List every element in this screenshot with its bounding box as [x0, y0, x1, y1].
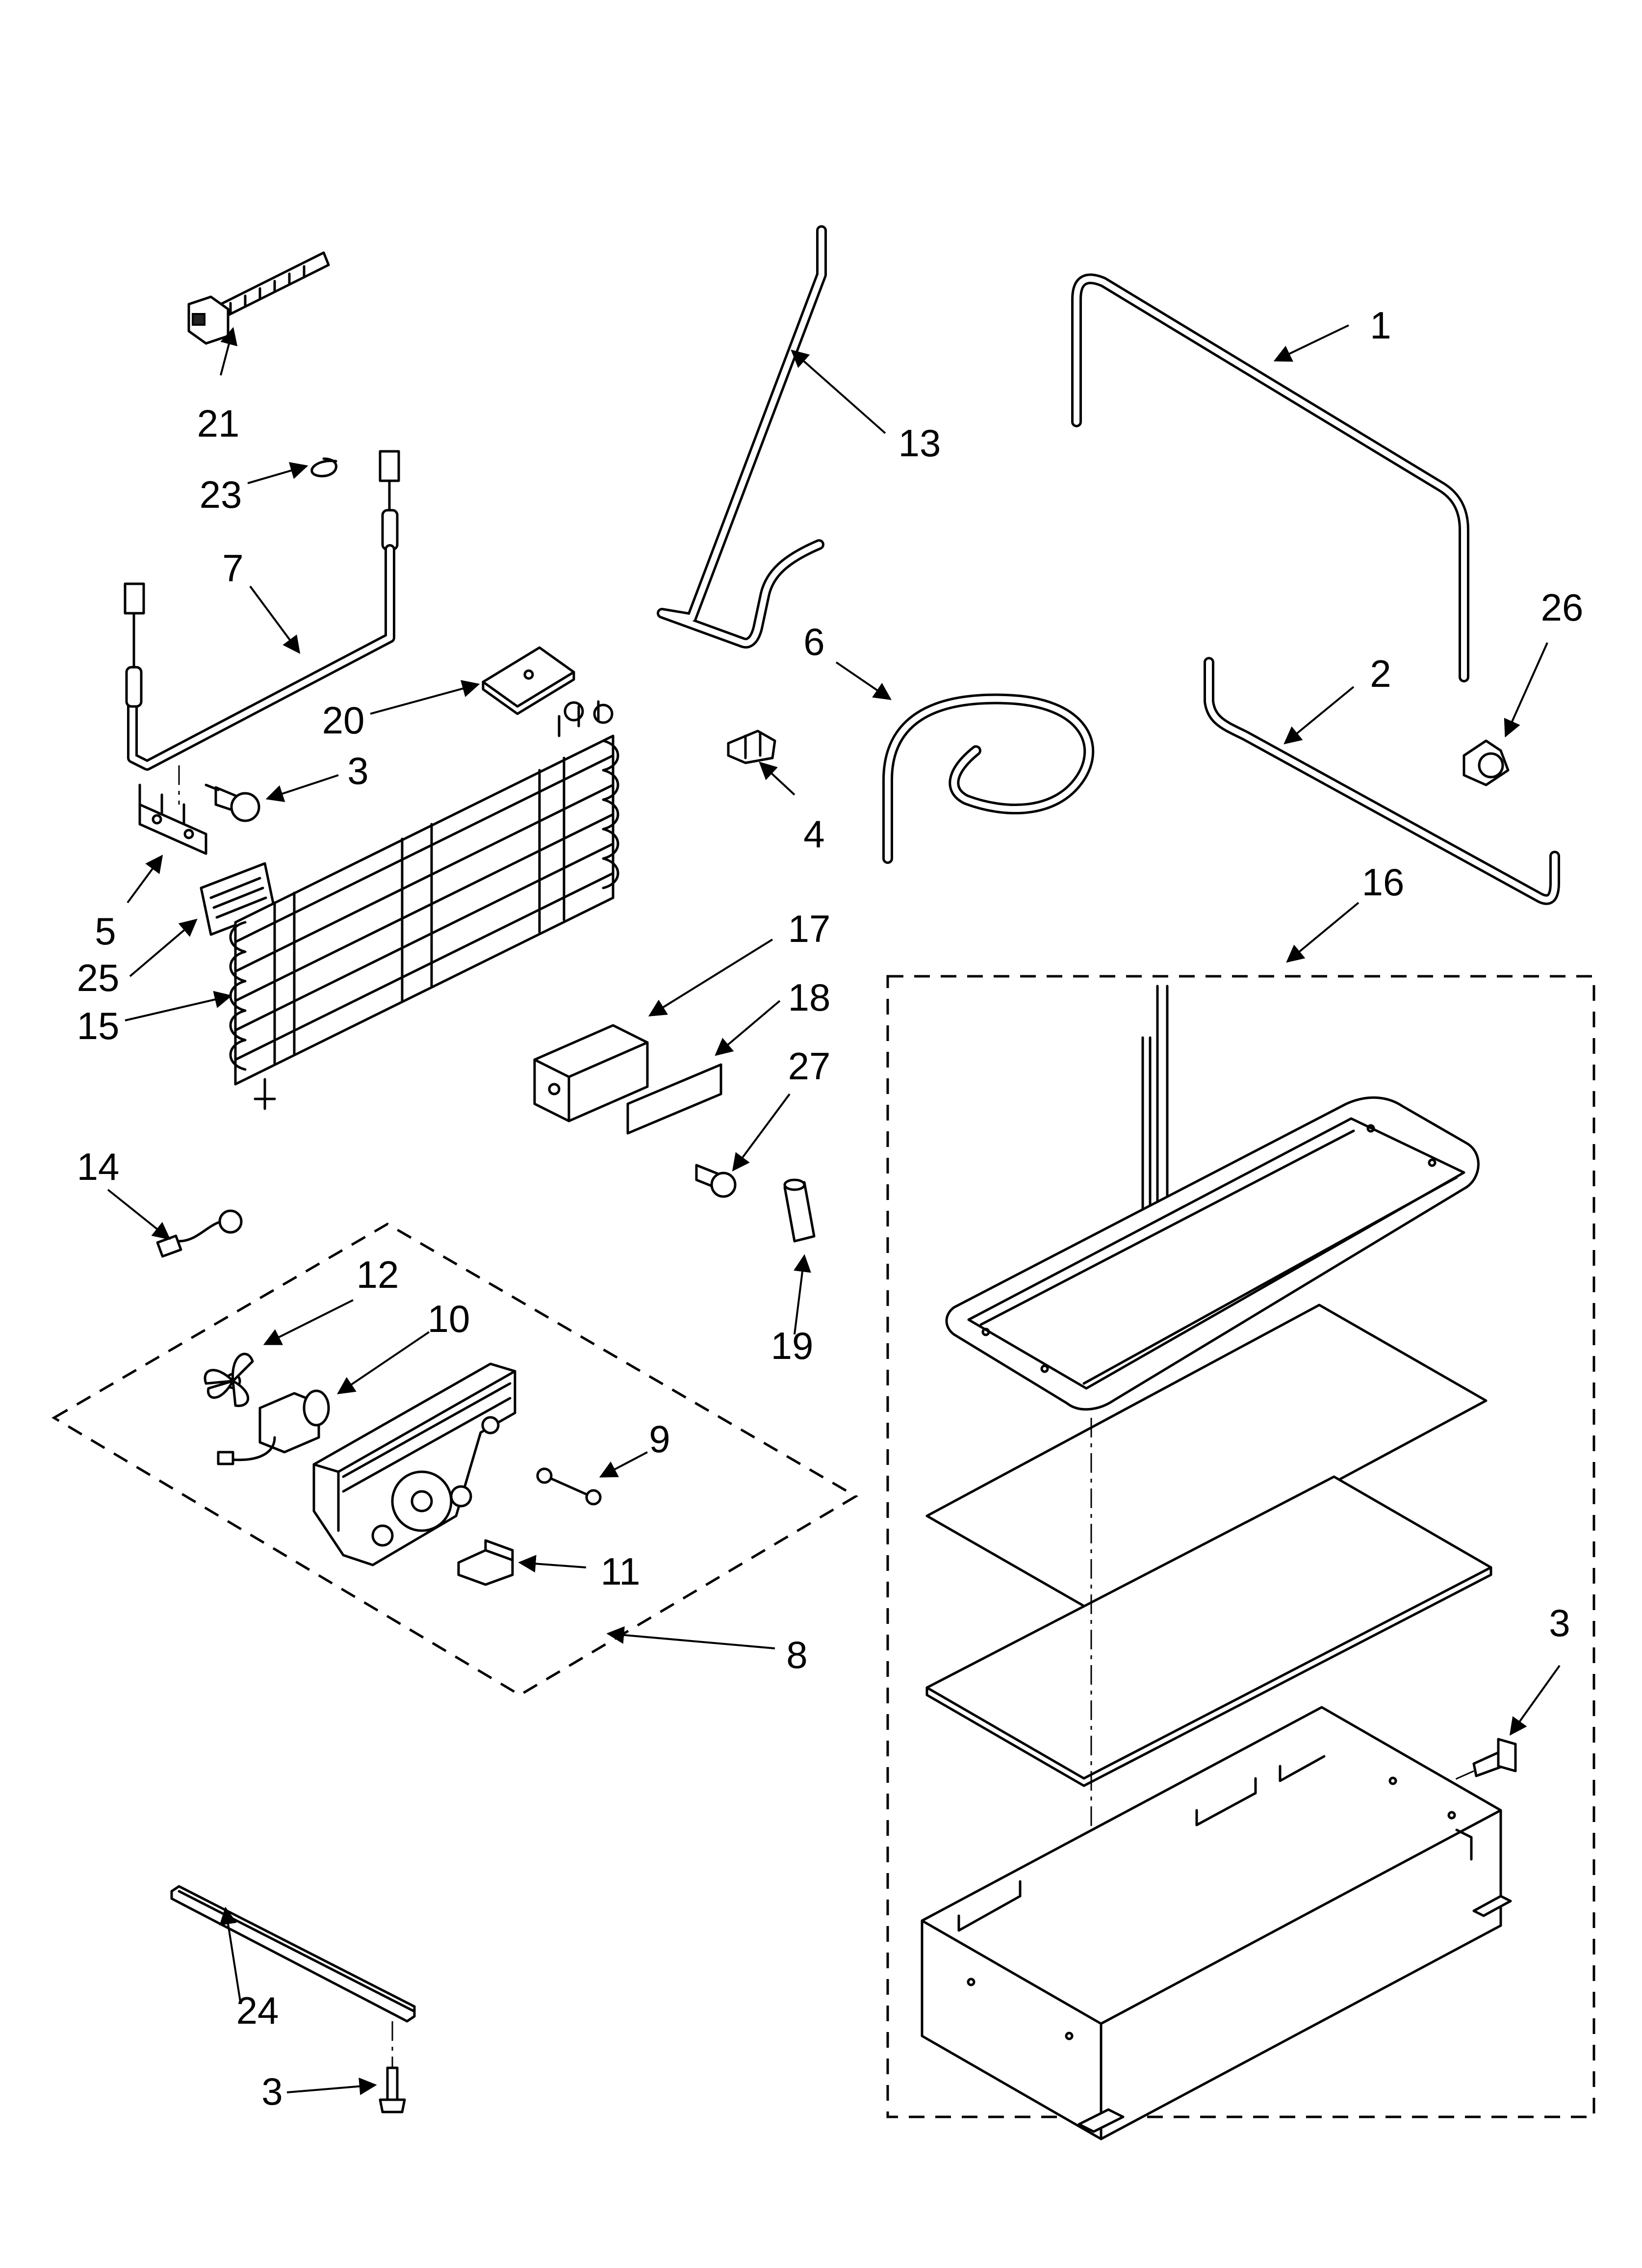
part-26-clamp	[1462, 739, 1510, 786]
part-12-fan-blade	[204, 1353, 254, 1408]
callout-2: 2	[1370, 652, 1391, 695]
callout-10: 10	[428, 1297, 470, 1340]
callout-16: 16	[1362, 860, 1405, 904]
part-10-motor	[217, 1389, 330, 1465]
part-3-screw-upper-left	[205, 783, 260, 822]
callout-labels: 1 2 3 4 5 6 7 8 9 10 11 12 13 14 15 16 1…	[77, 304, 1584, 2113]
callout-3-upper: 3	[347, 749, 368, 792]
callout-15: 15	[77, 1004, 120, 1047]
part-24-rail	[170, 1885, 416, 2023]
callout-20: 20	[322, 699, 365, 742]
part-21-cable-tie	[187, 251, 330, 345]
callout-23: 23	[200, 473, 242, 516]
part-16-heater-sheet	[925, 1303, 1488, 1613]
part-23-clip	[310, 457, 337, 477]
callout-21: 21	[197, 402, 240, 445]
part-27-screw	[695, 1164, 737, 1198]
part-3-screw-right	[1451, 1738, 1517, 1782]
callout-11: 11	[601, 1550, 641, 1593]
callout-3-right: 3	[1549, 1601, 1570, 1644]
callout-9: 9	[649, 1417, 670, 1460]
part-7-wire-harness	[124, 450, 400, 805]
callout-13: 13	[898, 421, 941, 465]
part-2-tube	[1204, 657, 1560, 905]
callout-6: 6	[803, 620, 824, 663]
part-16-assembly-outline	[886, 975, 1595, 2118]
part-16-tray-cover	[921, 1706, 1512, 2140]
part-1-heater	[1071, 273, 1469, 682]
part-4-clip	[727, 730, 776, 764]
callout-25: 25	[77, 956, 120, 999]
callout-24: 24	[236, 1989, 279, 2032]
callout-5: 5	[95, 910, 116, 953]
part-fan-shroud	[312, 1362, 516, 1566]
part-9-link	[536, 1467, 602, 1506]
callout-12: 12	[357, 1253, 399, 1296]
part-16-tubes	[1141, 985, 1169, 1238]
part-11-clip	[457, 1539, 514, 1586]
part-19-spacer	[783, 1178, 816, 1243]
part-3-screw-lower	[379, 2021, 406, 2113]
part-14-sensor	[156, 1209, 243, 1258]
leader-lines	[107, 324, 1561, 2095]
callout-27: 27	[788, 1044, 831, 1088]
part-8-assembly-outline	[51, 1223, 858, 1696]
part-16-drip-tray	[945, 1096, 1480, 1411]
callout-3-lower: 3	[261, 2070, 282, 2113]
part-20-pad	[482, 646, 575, 715]
callout-14: 14	[77, 1145, 120, 1188]
part-15-evaporator	[229, 700, 619, 1110]
part-6-coil-tube	[882, 693, 1095, 864]
part-18-plate	[626, 1063, 722, 1135]
part-13-tube	[657, 225, 827, 649]
part-17-bracket	[533, 1024, 649, 1122]
callout-19: 19	[771, 1324, 814, 1367]
callout-7: 7	[222, 547, 243, 590]
callout-1: 1	[1370, 304, 1391, 347]
part-5-bracket	[138, 783, 207, 855]
callout-8: 8	[786, 1633, 807, 1676]
callout-4: 4	[803, 812, 824, 856]
callout-18: 18	[788, 976, 831, 1019]
callout-17: 17	[788, 907, 831, 950]
part-16-insulation-sheet	[925, 1475, 1492, 1787]
callout-26: 26	[1541, 586, 1584, 629]
